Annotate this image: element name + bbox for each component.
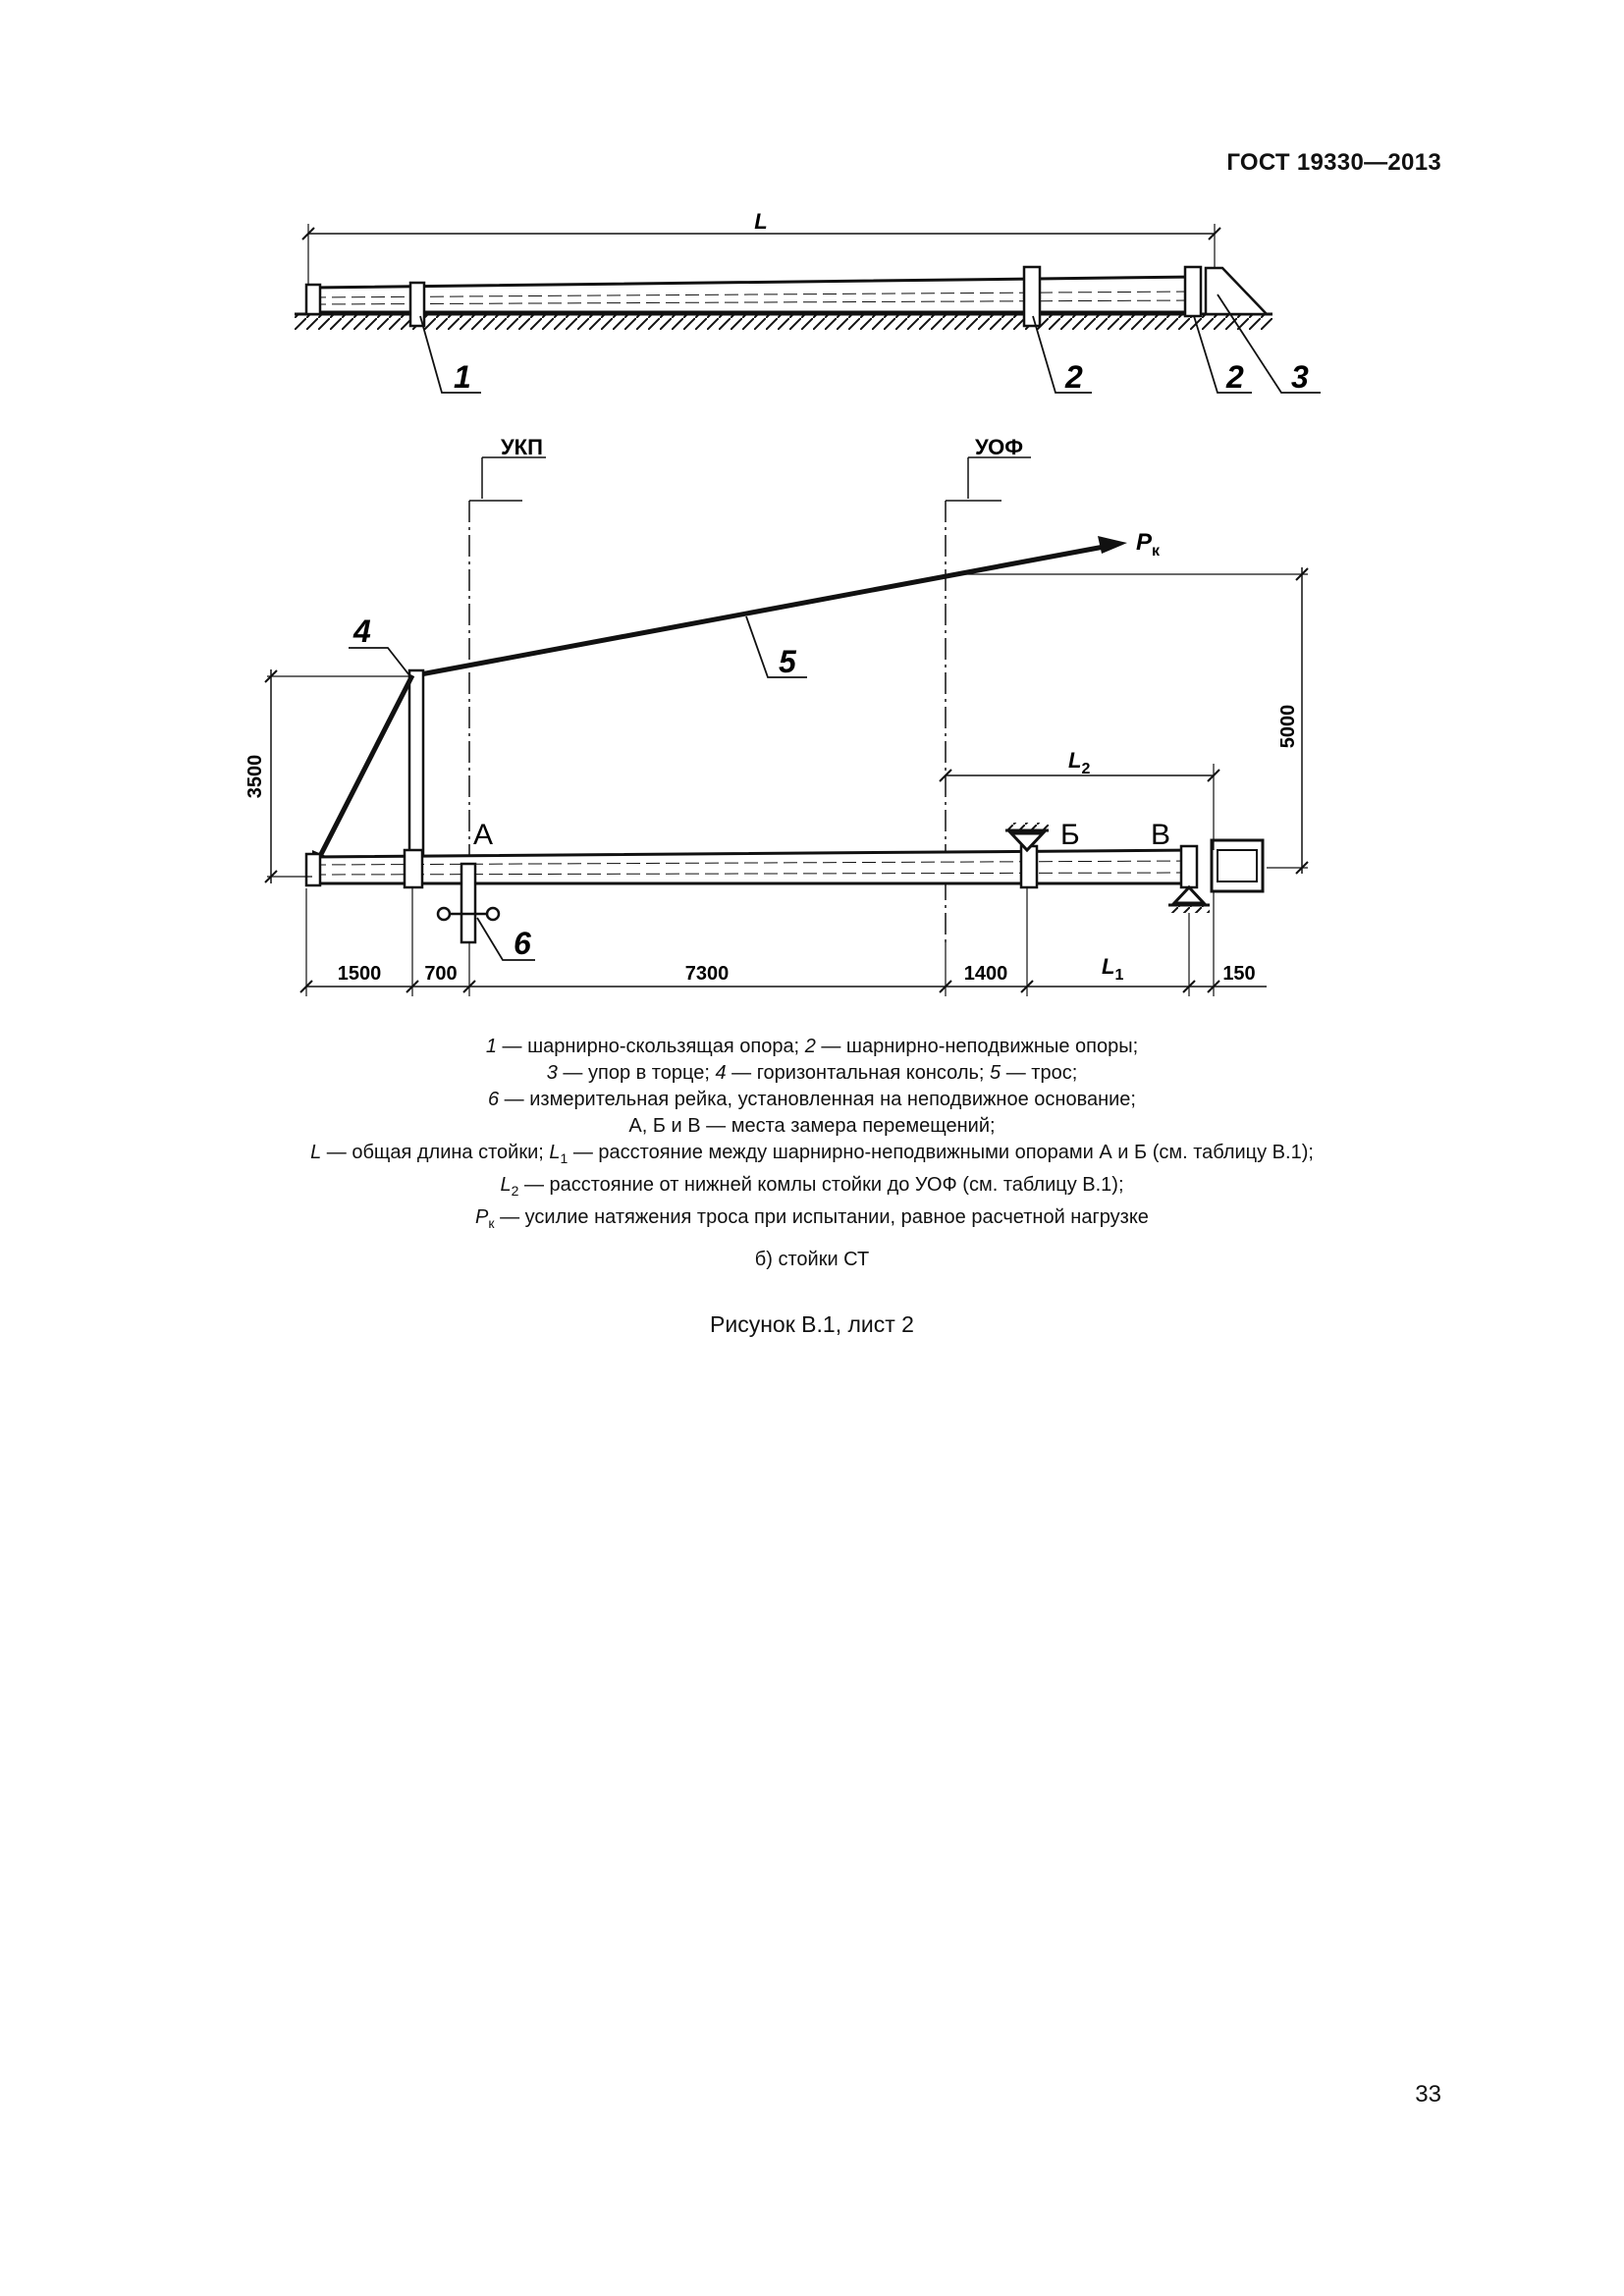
callout-5: 5 xyxy=(779,644,797,679)
ref-line-ukp: УКП xyxy=(468,435,546,942)
dim-total-length: L xyxy=(301,209,1221,285)
svg-text:L2: L2 xyxy=(1068,748,1090,777)
legend-line-2: 3 — упор в торце; 4 — горизонтальная кон… xyxy=(546,1062,1078,1084)
technical-drawing: L 1 2 2 3 xyxy=(244,209,1321,996)
end-stop-3 xyxy=(1204,266,1270,316)
support-v xyxy=(1168,884,1210,913)
brace xyxy=(313,673,415,866)
point-b: Б xyxy=(1060,819,1080,851)
legend-line-5: L — общая длина стойки; L1 — расстояние … xyxy=(310,1142,1314,1166)
support-b xyxy=(1005,823,1049,853)
dim-700: 700 xyxy=(424,963,457,985)
callout-3: 3 xyxy=(1291,359,1309,395)
dim-L1-label: L xyxy=(1102,954,1114,979)
callouts-top xyxy=(419,294,1321,394)
dim-1500: 1500 xyxy=(338,963,382,985)
end-block xyxy=(1210,838,1265,893)
console-4 xyxy=(407,668,425,879)
support-1-top xyxy=(408,281,426,328)
support-2-top-a xyxy=(1022,265,1042,328)
point-a: А xyxy=(473,819,493,851)
callout-4: 4 xyxy=(352,614,371,649)
dim-L2-sub: 2 xyxy=(1081,761,1090,777)
page-number: 33 xyxy=(1415,2081,1441,2108)
label-ukp: УКП xyxy=(501,435,543,459)
pole-main xyxy=(310,848,1198,885)
dim-150: 150 xyxy=(1222,963,1255,985)
legend-line-7: Pк — усилие натяжения троса при испытани… xyxy=(475,1206,1149,1231)
dim-L2: L2 xyxy=(939,748,1220,850)
legend-line-3: 6 — измерительная рейка, установленная н… xyxy=(487,1089,1136,1110)
callout-2a: 2 xyxy=(1064,359,1083,395)
dim-7300: 7300 xyxy=(685,963,730,985)
dim-5000-label: 5000 xyxy=(1277,705,1299,749)
support-2-top-b xyxy=(1183,265,1203,318)
svg-text:Pк: Pк xyxy=(1136,529,1161,560)
dim-L2-label: L xyxy=(1068,748,1081,773)
dim-3500-label: 3500 xyxy=(244,755,266,799)
main-view: УКП УОФ Pк xyxy=(244,435,1309,996)
callout-2b: 2 xyxy=(1225,359,1244,395)
callout-6: 6 xyxy=(514,926,531,961)
legend-line-1: 1 — шарнирно-скользящая опора; 2 — шарни… xyxy=(485,1036,1139,1057)
cable-5 xyxy=(414,541,1116,678)
figure-legend: 1 — шарнирно-скользящая опора; 2 — шарни… xyxy=(0,1034,1624,1237)
figure-subcaption: б) стойки СТ xyxy=(754,1249,870,1270)
callout-1: 1 xyxy=(454,359,471,395)
standard-header: ГОСТ 19330—2013 xyxy=(1226,149,1441,176)
legend-line-4: А, Б и В — места замера перемещений; xyxy=(628,1115,996,1137)
label-uof: УОФ xyxy=(975,435,1023,459)
measuring-rail-6 xyxy=(436,862,535,961)
legend-line-6: L2 — расстояние от нижней комлы стойки д… xyxy=(500,1174,1124,1199)
dim-3500: 3500 xyxy=(244,669,412,883)
svg-text:L1: L1 xyxy=(1102,954,1123,984)
dim-L1-sub: 1 xyxy=(1114,967,1123,984)
force-label: P xyxy=(1136,529,1153,556)
dim-L-label: L xyxy=(754,209,767,234)
top-view: L 1 2 2 3 xyxy=(295,209,1321,395)
dim-5000: 5000 xyxy=(948,567,1309,875)
dim-chain-bottom: 1500 700 7300 1400 L1 150 xyxy=(299,888,1267,996)
dim-1400: 1400 xyxy=(964,963,1008,985)
ground-hatch xyxy=(295,314,1272,330)
point-v: В xyxy=(1151,819,1170,851)
force-sub: к xyxy=(1152,543,1161,560)
figure-caption: Рисунок В.1, лист 2 xyxy=(710,1311,914,1337)
